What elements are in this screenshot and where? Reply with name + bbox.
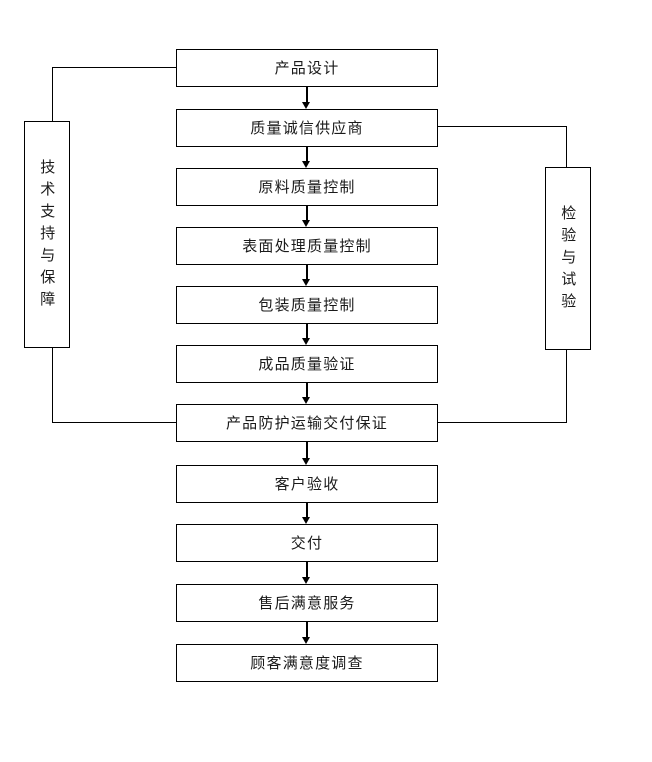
node-product-design[interactable]: 产品设计 <box>176 49 438 87</box>
left-top-connector-vertical <box>52 67 54 122</box>
node-quality-integrity-supplier[interactable]: 质量诚信供应商 <box>176 109 438 147</box>
node-label: 交付 <box>290 533 324 552</box>
node-label: 产品防护运输交付保证 <box>225 413 388 432</box>
node-label: 产品设计 <box>274 58 340 77</box>
node-raw-material-quality-control[interactable]: 原料质量控制 <box>176 168 438 206</box>
node-customer-satisfaction-survey[interactable]: 顾客满意度调查 <box>176 644 438 682</box>
right-bottom-connector-horizontal <box>437 422 567 424</box>
node-technical-support-and-assurance[interactable]: 技术支持与保障 <box>24 121 70 348</box>
node-after-sales-satisfaction-service[interactable]: 售后满意服务 <box>176 584 438 622</box>
node-label: 表面处理质量控制 <box>242 236 372 255</box>
node-label: 顾客满意度调查 <box>250 653 364 672</box>
node-label: 包装质量控制 <box>258 295 356 314</box>
node-label: 原料质量控制 <box>258 177 356 196</box>
node-packaging-quality-control[interactable]: 包装质量控制 <box>176 286 438 324</box>
node-customer-acceptance[interactable]: 客户验收 <box>176 465 438 503</box>
node-label: 客户验收 <box>274 474 340 493</box>
node-label: 质量诚信供应商 <box>250 118 364 137</box>
node-delivery[interactable]: 交付 <box>176 524 438 562</box>
node-product-protection-transport-delivery-guarantee[interactable]: 产品防护运输交付保证 <box>176 404 438 442</box>
right-top-connector-horizontal <box>437 126 567 128</box>
node-finished-product-quality-verification[interactable]: 成品质量验证 <box>176 345 438 383</box>
node-inspection-and-testing[interactable]: 检验与试验 <box>545 167 591 350</box>
left-bottom-connector-vertical <box>52 347 54 423</box>
node-label: 技术支持与保障 <box>38 158 57 313</box>
node-label: 检验与试验 <box>559 204 578 315</box>
node-surface-treatment-quality-control[interactable]: 表面处理质量控制 <box>176 227 438 265</box>
left-bottom-connector-horizontal <box>52 422 178 424</box>
node-label: 售后满意服务 <box>258 593 356 612</box>
node-label: 成品质量验证 <box>258 354 356 373</box>
right-bottom-connector-vertical <box>566 349 568 423</box>
left-top-connector-horizontal <box>52 67 177 69</box>
right-top-connector-vertical <box>566 126 568 168</box>
